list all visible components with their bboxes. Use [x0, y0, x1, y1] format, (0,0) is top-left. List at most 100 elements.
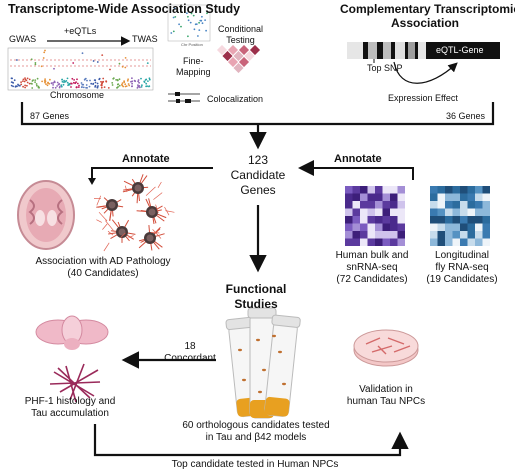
eqtl-gene-bar: [347, 42, 500, 59]
heatmap-cell: [360, 186, 368, 194]
heatmap-cell: [437, 231, 445, 239]
heatmap-cell: [482, 208, 490, 216]
heatmap-cell: [437, 216, 445, 224]
manhattan-dot: [10, 84, 13, 87]
manhattan-dot: [76, 82, 79, 85]
manhattan-dot: [127, 78, 129, 81]
heatmap-cell: [460, 186, 468, 194]
heatmap-cell: [382, 223, 390, 231]
tangle-fiber: [157, 181, 162, 188]
heatmap-cell: [437, 193, 445, 201]
manhattan-dot: [72, 81, 75, 84]
fine-mapping-label: Fine-Mapping: [176, 56, 211, 77]
conditional-dot: [197, 35, 199, 37]
manhattan-dot: [148, 77, 151, 80]
heatmap-cell: [482, 231, 490, 239]
tangle-fiber: [96, 195, 102, 206]
eqtl-gene-label: eQTL-Gene: [436, 45, 484, 55]
manhattan-dot: [116, 79, 119, 82]
heatmap-cell: [390, 208, 398, 216]
tau-fibrils-image: [49, 363, 101, 403]
heatmap-cell: [352, 238, 360, 246]
conditional-dot: [204, 19, 207, 21]
heatmap-cell: [382, 231, 390, 239]
heatmap-cell: [452, 216, 460, 224]
heatmap-cell: [445, 216, 453, 224]
heatmap-cell: [475, 208, 483, 216]
manhattan-dot: [96, 86, 99, 89]
heatmap-cell: [375, 231, 383, 239]
manhattan-dot: [127, 83, 130, 85]
heatmap-cell: [437, 186, 445, 194]
manhattan-plot: [7, 47, 154, 91]
manhattan-dot: [65, 80, 68, 82]
conditional-dot: [200, 19, 203, 22]
colocalization-tracks: [168, 92, 200, 103]
heatmap-cell: [382, 238, 390, 246]
manhattan-dot: [141, 84, 143, 87]
heatmap-cell: [352, 208, 360, 216]
heatmap-cell: [382, 186, 390, 194]
heatmap-cell: [375, 223, 383, 231]
manhattan-dot: [82, 86, 85, 89]
fine-mapping-cell: [227, 44, 239, 56]
heatmap-cell: [437, 238, 445, 246]
heatmap-cell: [345, 201, 353, 209]
manhattan-dot: [35, 83, 38, 85]
manhattan-dot: [34, 63, 37, 66]
manhattan-dot: [102, 77, 105, 80]
heatmap-cell: [360, 193, 368, 201]
pathology-label: Association with AD Pathology(40 Candida…: [35, 256, 171, 279]
manhattan-dot: [100, 86, 103, 89]
tangle-fiber: [153, 192, 163, 200]
heatmap-cell: [460, 223, 468, 231]
conditional-dot: [172, 30, 175, 33]
heatmap-cell: [482, 201, 490, 209]
conditional-dot: [195, 11, 198, 13]
manhattan-dot: [66, 81, 69, 84]
heatmap-cell: [367, 201, 375, 209]
conditional-dot: [201, 15, 203, 18]
manhattan-dot: [121, 82, 124, 84]
conditional-dot: [187, 19, 190, 22]
manhattan-dot: [81, 83, 84, 86]
manhattan-dot: [36, 84, 38, 87]
manhattan-dot: [61, 78, 63, 81]
manhattan-dot: [72, 62, 75, 64]
expression-effect-label: Expression Effect: [388, 93, 458, 103]
annotate-right-label: Annotate: [334, 153, 382, 165]
heatmap-cell: [445, 186, 453, 194]
manhattan-dot: [123, 81, 126, 84]
manhattan-dot: [63, 79, 65, 82]
heatmap-cell: [360, 208, 368, 216]
manhattan-dot: [94, 81, 97, 84]
heatmap-cell: [345, 193, 353, 201]
manhattan-dot: [28, 78, 31, 81]
heatmap-cell: [437, 201, 445, 209]
manhattan-dot: [46, 84, 49, 87]
manhattan-dot: [34, 62, 37, 64]
heatmap-cell: [475, 231, 483, 239]
tangle-fiber: [98, 211, 108, 222]
manhattan-dot: [122, 85, 125, 88]
petri-dish-image: [353, 329, 419, 367]
heatmap-cell: [460, 193, 468, 201]
colocalization-label: Colocalization: [207, 94, 264, 104]
tangle-cluster: [138, 225, 165, 251]
fine-mapping-heatmap: [216, 44, 261, 74]
tangle-fiber: [152, 229, 162, 239]
manhattan-dot: [41, 80, 43, 83]
manhattan-dot: [140, 86, 143, 88]
heatmap-cell: [390, 186, 398, 194]
fine-mapping-cell: [238, 44, 250, 56]
annotate-left-arrow: [91, 167, 213, 178]
manhattan-dot: [56, 85, 58, 87]
heatmap-cell: [482, 238, 490, 246]
heatmap-cell: [430, 238, 438, 246]
manhattan-dot: [43, 51, 46, 54]
manhattan-dot: [52, 84, 54, 86]
